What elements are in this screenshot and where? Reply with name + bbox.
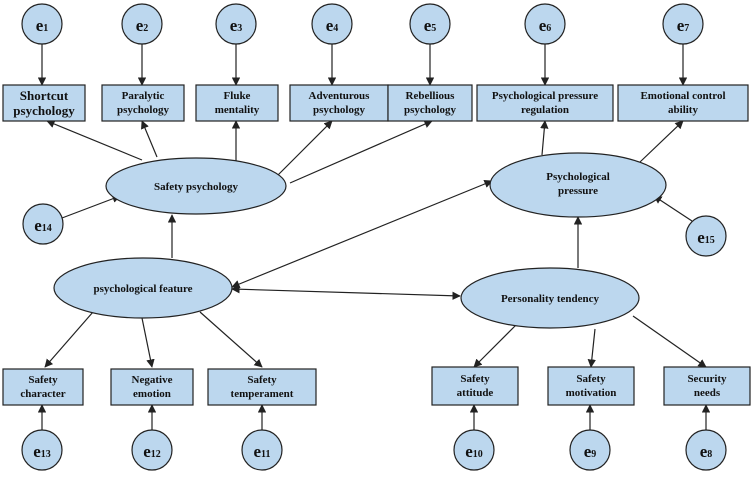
svg-text:Psychological: Psychological: [546, 171, 610, 183]
error-e15: e15: [685, 215, 727, 257]
indicator-safety-temperament: Safety temperament: [207, 368, 317, 406]
error-e12: e12: [131, 429, 173, 471]
svg-text:e3: e3: [230, 16, 243, 35]
svg-text:psychology: psychology: [117, 104, 169, 116]
indicator-fluke-mentality: Fluke mentality: [195, 84, 279, 122]
indicator-paralytic-psychology: Paralytic psychology: [101, 84, 185, 122]
indicator-shortcut-psychology: Shortcut psychology: [2, 84, 86, 122]
svg-text:psychology: psychology: [404, 104, 456, 116]
edge-pf-negative: [141, 317, 155, 368]
error-e5: e5: [409, 3, 451, 45]
svg-text:Safety: Safety: [460, 373, 490, 385]
svg-text:regulation: regulation: [521, 104, 569, 116]
edge-pt-attitude: [473, 323, 518, 368]
indicator-adventurous-psychology: Adventurous psychology: [289, 84, 389, 122]
edge-e15-pressure: [653, 195, 693, 222]
error-e9: e9: [569, 429, 611, 471]
indicator-emotional-control-ability: Emotional control ability: [617, 84, 749, 122]
indicator-safety-character: Safety character: [2, 368, 84, 406]
svg-text:e6: e6: [539, 16, 552, 35]
svg-text:e14: e14: [34, 216, 52, 235]
svg-text:motivation: motivation: [566, 387, 617, 399]
svg-text:Adventurous: Adventurous: [309, 90, 371, 102]
svg-text:e5: e5: [424, 16, 437, 35]
edge-pressure-regulation: [540, 120, 549, 156]
edge-pf-character: [44, 311, 94, 368]
svg-text:Negative: Negative: [132, 374, 173, 386]
edge-pt-security: [632, 315, 707, 368]
svg-text:e7: e7: [677, 16, 690, 35]
error-e2: e2: [121, 3, 163, 45]
error-e13: e13: [21, 429, 63, 471]
svg-text:e8: e8: [700, 442, 713, 461]
indicator-safety-motivation: Safety motivation: [547, 366, 635, 406]
edge-pf-pressure-covariance: [231, 179, 493, 289]
svg-text:Paralytic: Paralytic: [122, 90, 165, 102]
svg-text:Personality tendency: Personality tendency: [501, 293, 600, 305]
svg-text:Emotional control: Emotional control: [640, 90, 725, 102]
error-e3: e3: [215, 3, 257, 45]
svg-text:e13: e13: [33, 442, 51, 461]
svg-text:Safety psychology: Safety psychology: [154, 181, 239, 193]
svg-text:e2: e2: [136, 16, 149, 35]
svg-text:Safety: Safety: [247, 374, 277, 386]
edge-sp-paralytic: [141, 120, 158, 158]
svg-text:e15: e15: [697, 228, 715, 247]
edge-pf-personality-covariance: [231, 285, 461, 300]
svg-text:Psychological pressure: Psychological pressure: [492, 90, 598, 102]
svg-text:e1: e1: [36, 16, 49, 35]
error-e4: e4: [311, 3, 353, 45]
indicator-negative-emotion: Negative emotion: [110, 368, 194, 406]
edge-sp-adventurous: [277, 120, 333, 176]
edge-sp-shortcut: [46, 119, 143, 161]
svg-text:Safety: Safety: [576, 373, 606, 385]
svg-text:Fluke: Fluke: [224, 90, 251, 102]
svg-text:needs: needs: [694, 387, 721, 399]
latent-personality-tendency: Personality tendency: [460, 267, 640, 329]
svg-text:character: character: [20, 388, 65, 400]
edge-e14-sp: [61, 194, 121, 219]
svg-text:e11: e11: [254, 442, 271, 461]
svg-text:Shortcut: Shortcut: [20, 88, 69, 103]
indicator-psychological-pressure-regulation: Psychological pressure regulation: [476, 84, 614, 122]
svg-text:pressure: pressure: [558, 185, 598, 197]
svg-text:e9: e9: [584, 442, 597, 461]
indicator-security-needs: Security needs: [663, 366, 751, 406]
edge-pt-motivation: [587, 328, 596, 368]
svg-text:temperament: temperament: [231, 388, 294, 400]
svg-text:e12: e12: [143, 442, 161, 461]
svg-text:psychological feature: psychological feature: [93, 283, 192, 295]
svg-text:Safety: Safety: [28, 374, 58, 386]
error-e7: e7: [662, 3, 704, 45]
edge-pf-temperament: [199, 311, 263, 368]
indicator-safety-attitude: Safety attitude: [431, 366, 519, 406]
svg-text:Security: Security: [687, 373, 727, 385]
svg-text:psychology: psychology: [313, 104, 365, 116]
svg-text:e4: e4: [326, 16, 339, 35]
edge-sp-rebellious: [289, 120, 433, 184]
error-e10: e10: [453, 429, 495, 471]
latent-psychological-feature: psychological feature: [53, 257, 233, 319]
svg-text:Rebellious: Rebellious: [406, 90, 456, 102]
error-e1: e1: [21, 3, 63, 45]
svg-text:psychology: psychology: [13, 103, 75, 118]
latent-psychological-pressure: Psychological pressure: [489, 152, 667, 218]
svg-text:mentality: mentality: [215, 104, 260, 116]
edge-pressure-emotional: [639, 120, 684, 163]
error-e6: e6: [524, 3, 566, 45]
svg-text:emotion: emotion: [133, 388, 171, 400]
error-e14: e14: [22, 203, 64, 245]
indicator-rebellious-psychology: Rebellious psychology: [387, 84, 473, 122]
error-e8: e8: [685, 429, 727, 471]
latent-safety-psychology: Safety psychology: [105, 157, 287, 215]
svg-text:attitude: attitude: [457, 387, 494, 399]
svg-text:e10: e10: [465, 442, 483, 461]
svg-text:ability: ability: [668, 104, 698, 116]
error-e11: e11: [241, 429, 283, 471]
